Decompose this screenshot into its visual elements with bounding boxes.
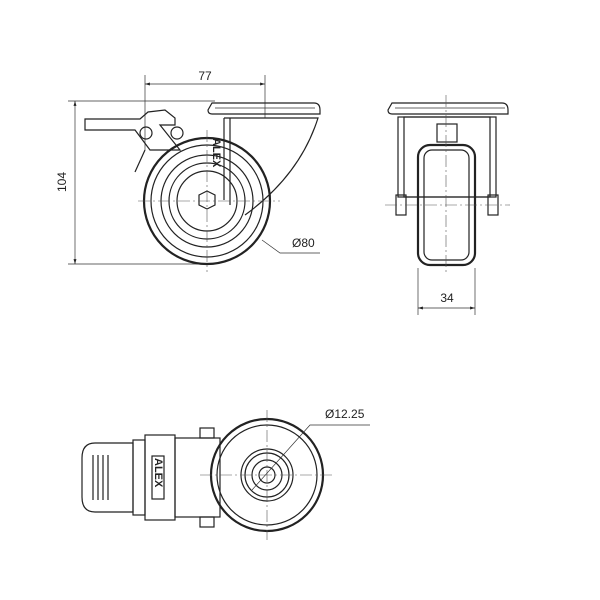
height-dimension-label: 104 bbox=[55, 172, 69, 192]
fork bbox=[224, 117, 319, 216]
width-dimension-label: 77 bbox=[198, 69, 212, 83]
front-top-plate bbox=[387, 102, 509, 115]
bore-diameter-label: Ø12.25 bbox=[325, 407, 365, 421]
wheel-width-label: 34 bbox=[440, 291, 454, 305]
front-fork bbox=[397, 116, 497, 198]
wheel-diameter-label: Ø80 bbox=[292, 236, 315, 250]
side-view: 77 104 ALEX Ø80 bbox=[55, 69, 321, 272]
diameter-leader bbox=[261, 239, 320, 254]
front-view: 34 bbox=[385, 95, 510, 315]
brake-lever bbox=[84, 109, 182, 151]
bottom-view: ALEX Ø12.25 bbox=[81, 407, 370, 540]
lever-pad bbox=[81, 442, 134, 513]
bore-diameter-leader bbox=[251, 424, 370, 491]
side-logo: ALEX bbox=[210, 138, 222, 168]
top-plate bbox=[207, 102, 321, 115]
bottom-logo: ALEX bbox=[152, 458, 164, 488]
